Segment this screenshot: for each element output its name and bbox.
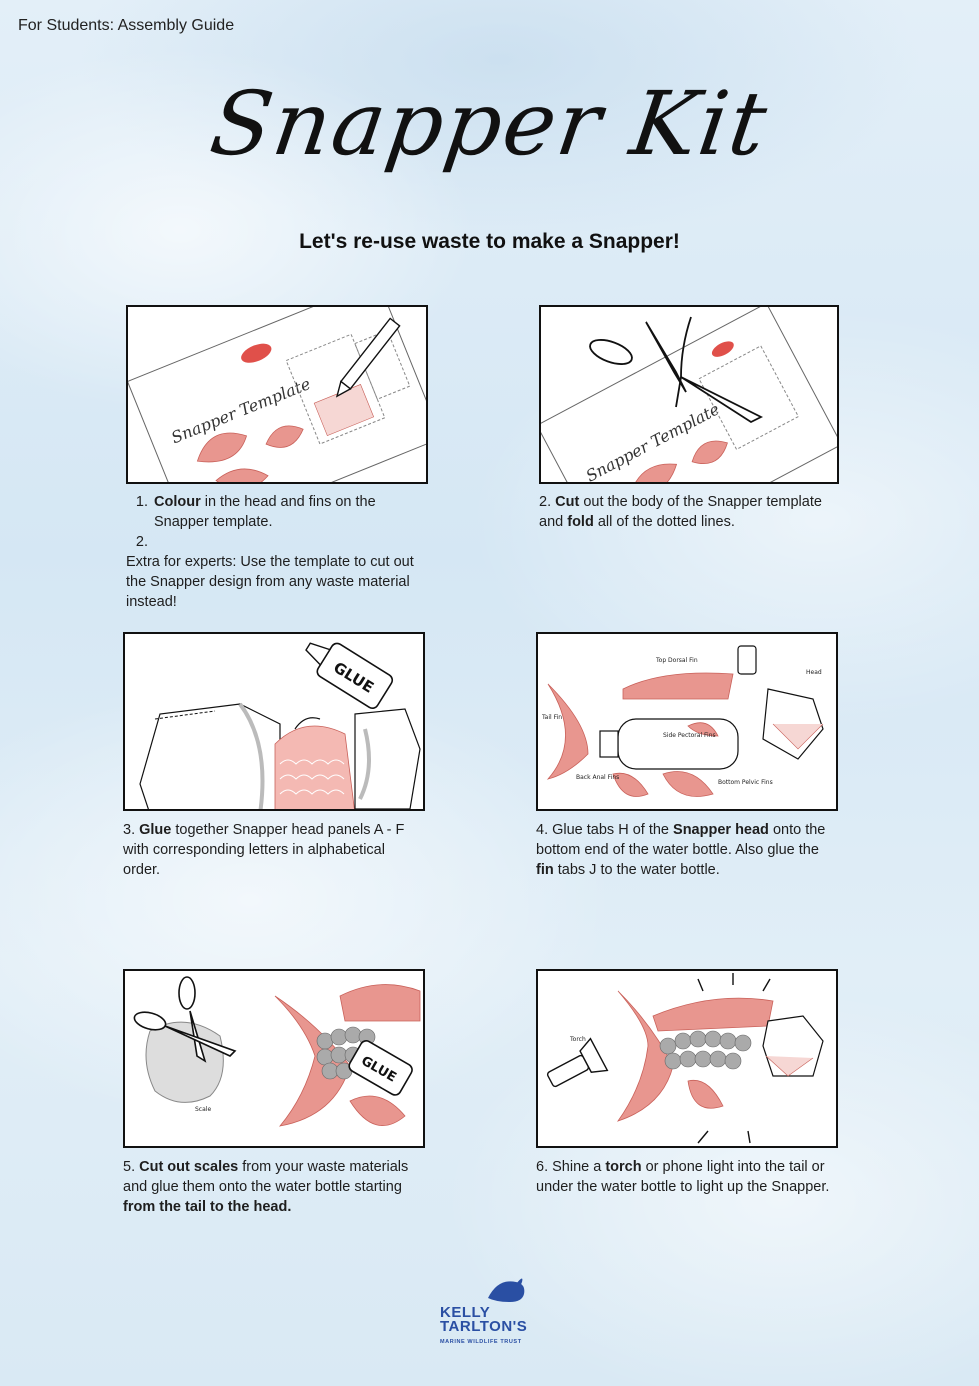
torch-icon xyxy=(546,1037,609,1088)
step-1-illustration: Snapper Template xyxy=(126,305,428,484)
step-1-caption: Colour in the head and fins on the Snapp… xyxy=(126,492,426,612)
logo-subtitle: MARINE WILDLIFE TRUST xyxy=(440,1339,522,1345)
glue-bottle-icon xyxy=(737,645,757,675)
logo-line-1: KELLY xyxy=(440,1304,491,1321)
page-title: Snapper Kit xyxy=(204,72,775,175)
turtle-icon xyxy=(488,1278,525,1302)
step-2-caption: 2. Cut out the body of the Snapper templ… xyxy=(539,494,822,530)
step-5-caption: 5. Cut out scales from your waste materi… xyxy=(123,1159,409,1215)
label-tail: Tail Fin xyxy=(541,714,562,721)
kelly-tarltons-logo: KELLY TARLTON'S MARINE WILDLIFE TRUST xyxy=(440,1278,540,1348)
page-subtitle: Let's re-use waste to make a Snapper! xyxy=(299,230,680,253)
step-6-illustration: Torch xyxy=(536,969,838,1148)
assembly-diagram: Top Dorsal Fin Head Tail Fin Side Pector… xyxy=(541,645,824,797)
label-torch: Torch xyxy=(569,1036,586,1043)
label-bottom-pelvic: Bottom Pelvic Fins xyxy=(718,779,773,786)
label-head: Head xyxy=(806,669,822,676)
step-1-item-2 xyxy=(152,532,426,552)
step-4-illustration: Top Dorsal Fin Head Tail Fin Side Pector… xyxy=(536,632,838,811)
step-1-extra: Extra for experts: Use the template to c… xyxy=(126,554,414,610)
step-2-illustration: Snapper Template xyxy=(539,305,839,484)
glue-bottle-icon: GLUE xyxy=(348,1040,413,1096)
step-1-item: Colour in the head and fins on the Snapp… xyxy=(152,492,426,532)
logo-line-2: TARLTON'S xyxy=(440,1318,528,1335)
label-top-dorsal: Top Dorsal Fin xyxy=(655,657,698,664)
label-scale: Scale xyxy=(195,1106,211,1113)
scales-drawing: Scale GLUE xyxy=(133,976,421,1127)
template-colouring-drawing: Snapper Template xyxy=(128,307,426,482)
step-3-caption: 3. Glue together Snapper head panels A -… xyxy=(123,822,405,878)
torch-lighting-drawing: Torch xyxy=(546,973,824,1144)
scissors-icon xyxy=(589,316,764,424)
step-4-caption: 4. Glue tabs H of the Snapper head onto … xyxy=(536,822,826,878)
guide-label: For Students: Assembly Guide xyxy=(18,17,235,34)
step-5-illustration: Scale GLUE xyxy=(123,969,425,1148)
step-6-caption: 6. Shine a torch or phone light into the… xyxy=(536,1159,830,1195)
glue-bottle-icon: GLUE xyxy=(305,642,394,709)
label-back-anal: Back Anal Fins xyxy=(576,774,619,781)
template-cutting-drawing: Snapper Template xyxy=(541,307,837,482)
scissors-icon xyxy=(133,976,237,1063)
pencil-icon xyxy=(335,317,401,398)
head-gluing-drawing: GLUE xyxy=(139,642,421,809)
label-side-pectoral: Side Pectoral Fins xyxy=(663,732,716,739)
step-3-illustration: GLUE xyxy=(123,632,425,811)
